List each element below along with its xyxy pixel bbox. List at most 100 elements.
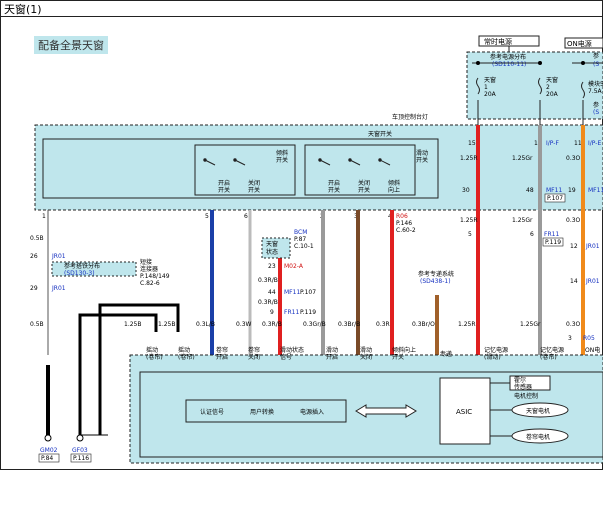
wire-labels: 0.5B 26 JR01 29 JR01 0.5B 1.25B 1.25B 0.…	[30, 140, 603, 342]
svg-text:18: 18	[534, 140, 542, 147]
svg-text:P.107: P.107	[300, 289, 316, 296]
svg-text:(卷帘): (卷帘)	[146, 353, 163, 361]
svg-text:卷帘: 卷帘	[216, 346, 228, 354]
svg-text:C.60-2: C.60-2	[396, 227, 416, 234]
svg-text:20A: 20A	[484, 91, 497, 98]
svg-text:传感器: 传感器	[514, 383, 532, 391]
svg-text:P.107: P.107	[547, 195, 563, 202]
svg-text:(SD130-3): (SD130-3)	[64, 270, 95, 277]
svg-text:JR01: JR01	[585, 278, 600, 285]
svg-text:摇动: 摇动	[178, 346, 190, 354]
svg-text:ON电: ON电	[585, 346, 600, 354]
svg-text:FR11: FR11	[544, 231, 559, 238]
svg-text:P.119: P.119	[300, 309, 316, 316]
svg-text:滑动: 滑动	[360, 346, 372, 354]
svg-text:开关: 开关	[358, 186, 370, 194]
svg-text:M02-A: M02-A	[284, 263, 304, 270]
svg-text:MF11: MF11	[588, 187, 603, 194]
svg-text:20A: 20A	[546, 91, 559, 98]
svg-text:5: 5	[468, 231, 472, 238]
svg-text:C.10-1: C.10-1	[294, 243, 314, 250]
svg-text:信号: 信号	[280, 353, 292, 361]
svg-text:开关: 开关	[276, 156, 288, 164]
svg-text:连接器: 连接器	[140, 265, 158, 273]
svg-text:记忆电源: 记忆电源	[540, 346, 564, 354]
module-label: 车顶控制台灯	[392, 113, 428, 121]
svg-text:向上: 向上	[388, 186, 400, 194]
svg-text:0.3Gr/B: 0.3Gr/B	[303, 321, 326, 328]
header-bar: 天窗(1)	[0, 0, 603, 17]
svg-text:关闭: 关闭	[358, 179, 370, 187]
svg-text:1.25R: 1.25R	[460, 155, 478, 162]
svg-text:30: 30	[462, 187, 470, 194]
svg-text:0.3Br/B: 0.3Br/B	[338, 321, 360, 328]
svg-text:倾斜: 倾斜	[276, 149, 288, 157]
svg-text:滑动: 滑动	[416, 149, 428, 157]
page-title: 天窗(1)	[4, 3, 42, 16]
svg-text:1: 1	[484, 84, 488, 91]
svg-text:ASIC: ASIC	[456, 408, 472, 416]
svg-text:卷帘: 卷帘	[248, 346, 260, 354]
svg-text:JR01: JR01	[51, 253, 66, 260]
svg-text:R05: R05	[583, 335, 595, 342]
svg-text:专递: 专递	[440, 350, 452, 358]
svg-text:11: 11	[574, 140, 582, 147]
svg-text:7.5A: 7.5A	[588, 88, 603, 95]
svg-text:P.87: P.87	[294, 236, 306, 243]
svg-text:关闭: 关闭	[248, 179, 260, 187]
svg-text:0.3R/B: 0.3R/B	[258, 277, 278, 284]
svg-text:开关: 开关	[328, 186, 340, 194]
svg-text:开启: 开启	[326, 353, 338, 361]
svg-text:9: 9	[270, 309, 274, 316]
svg-text:14: 14	[570, 278, 578, 285]
diagram-subtitle: 配备全景天窗	[34, 36, 108, 54]
svg-text:29: 29	[30, 285, 38, 292]
svg-text:关闭: 关闭	[360, 353, 372, 361]
svg-text:开关: 开关	[392, 353, 404, 361]
fuse-box: 常时电源 ON电源 参考电源分布 (SD110-11) 天窗 1 20A 天窗 …	[466, 35, 603, 120]
svg-text:倾斜: 倾斜	[388, 179, 400, 187]
svg-text:0.3W: 0.3W	[236, 321, 252, 328]
svg-text:P.146: P.146	[396, 220, 412, 227]
svg-text:MF11: MF11	[546, 187, 562, 194]
svg-text:2: 2	[546, 84, 550, 91]
svg-text:1.25Gr: 1.25Gr	[512, 217, 533, 224]
svg-text:0.3O: 0.3O	[566, 321, 581, 328]
svg-text:I/P-E: I/P-E	[588, 140, 601, 147]
svg-text:天窗: 天窗	[546, 76, 558, 84]
svg-text:1.25B: 1.25B	[124, 321, 141, 328]
wires	[46, 100, 585, 436]
svg-text:1.25R: 1.25R	[458, 321, 476, 328]
svg-text:状态: 状态	[266, 248, 278, 256]
svg-text:48: 48	[526, 187, 534, 194]
svg-text:0.5B: 0.5B	[30, 235, 44, 242]
svg-text:卷帘电机: 卷帘电机	[526, 433, 550, 441]
svg-text:0.3O: 0.3O	[566, 155, 581, 162]
svg-text:(SD438-1): (SD438-1)	[420, 278, 451, 285]
svg-text:GF03: GF03	[72, 447, 88, 454]
svg-text:C.82-6: C.82-6	[140, 280, 160, 287]
svg-text:0.3Br/O: 0.3Br/O	[412, 321, 435, 328]
svg-text:0.3O: 0.3O	[566, 217, 581, 224]
svg-text:1.25Gr: 1.25Gr	[520, 321, 541, 328]
svg-text:P.84: P.84	[41, 455, 53, 462]
svg-text:I/P-F: I/P-F	[546, 140, 559, 147]
svg-text:倾斜向上: 倾斜向上	[392, 346, 416, 354]
svg-text:19: 19	[568, 187, 576, 194]
svg-text:(卷帘): (卷帘)	[540, 353, 557, 361]
svg-text:参: 参	[593, 101, 599, 109]
svg-text:P.148/149: P.148/149	[140, 273, 170, 280]
svg-text:参考搭铁分布: 参考搭铁分布	[64, 262, 100, 270]
grounds: GM02 P.84 GF03 P.116	[38, 434, 92, 463]
svg-text:P.119: P.119	[545, 239, 561, 246]
svg-text:(S: (S	[593, 61, 599, 68]
mid-annotations: 参考搭铁分布 (SD130-3) 短接 连接器 P.148/149 C.82-6…	[51, 229, 454, 287]
svg-text:霍尔: 霍尔	[514, 376, 526, 384]
svg-text:开关: 开关	[218, 186, 230, 194]
svg-text:(卷帘): (卷帘)	[178, 353, 195, 361]
svg-text:开启: 开启	[328, 179, 340, 187]
svg-text:JR01: JR01	[51, 285, 66, 292]
svg-text:5: 5	[205, 213, 209, 220]
ref-dist-label: 参考电源分布	[490, 53, 526, 61]
